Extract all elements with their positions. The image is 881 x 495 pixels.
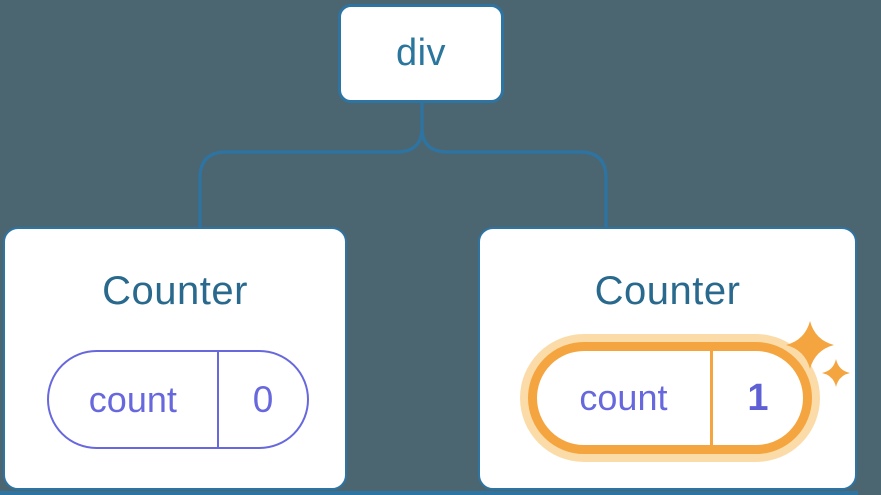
component-title: Counter — [594, 269, 741, 313]
root-node-label: div — [395, 32, 447, 74]
state-value: 1 — [747, 376, 769, 419]
state-pill-highlighted: count 1 — [528, 342, 812, 454]
state-key: count — [88, 378, 177, 420]
component-title: Counter — [102, 269, 248, 313]
pill-divider — [216, 352, 220, 447]
state-pill-glow: count 1 — [520, 334, 820, 462]
baseline-rule — [0, 491, 858, 495]
counter-card-left: Counter count 0 — [3, 227, 347, 490]
state-key: count — [579, 377, 668, 418]
sparkles-icon — [786, 321, 850, 387]
tree-node-div: div — [338, 4, 504, 103]
pill-divider — [709, 351, 713, 445]
state-pill: count 0 — [47, 350, 309, 449]
counter-card-right: Counter count 1 — [478, 227, 857, 490]
state-value: 0 — [252, 378, 274, 420]
